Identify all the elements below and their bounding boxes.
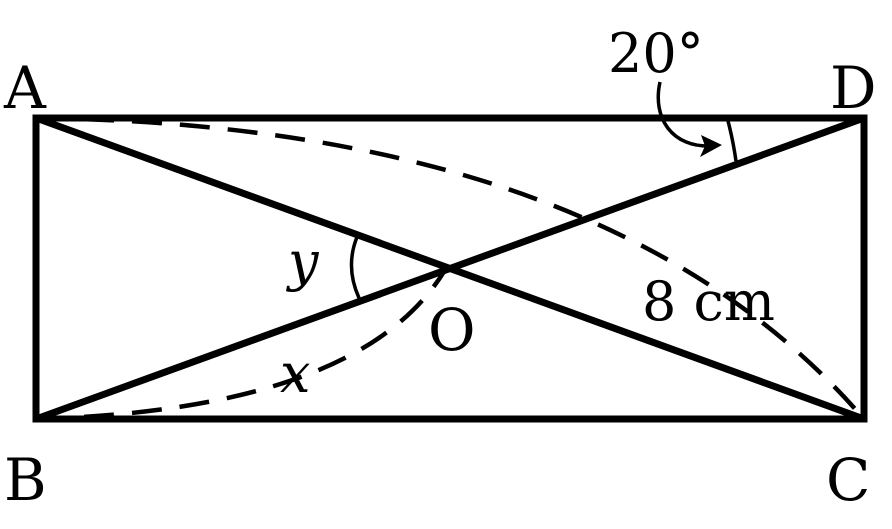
- label-d: D: [830, 54, 877, 122]
- pointer-arrowhead: [700, 135, 722, 157]
- diagonal-bd: [34, 114, 866, 423]
- angle-20-arc: [726, 120, 738, 162]
- rectangle-abcd: [32, 114, 868, 423]
- angle-20-label: 20°: [608, 22, 704, 85]
- label-y: y: [286, 230, 320, 293]
- label-x: x: [280, 342, 310, 405]
- label-a: A: [3, 54, 47, 122]
- label-c: C: [826, 446, 870, 514]
- dashed-arc-bo: [35, 268, 447, 422]
- dashed-arc-ac: [35, 115, 866, 421]
- arc-length-label: 8 cm: [642, 270, 775, 333]
- label-b: B: [4, 446, 47, 514]
- pointer-arrow: [656, 81, 713, 148]
- angle-y-arc: [349, 236, 361, 299]
- label-o: O: [428, 296, 476, 364]
